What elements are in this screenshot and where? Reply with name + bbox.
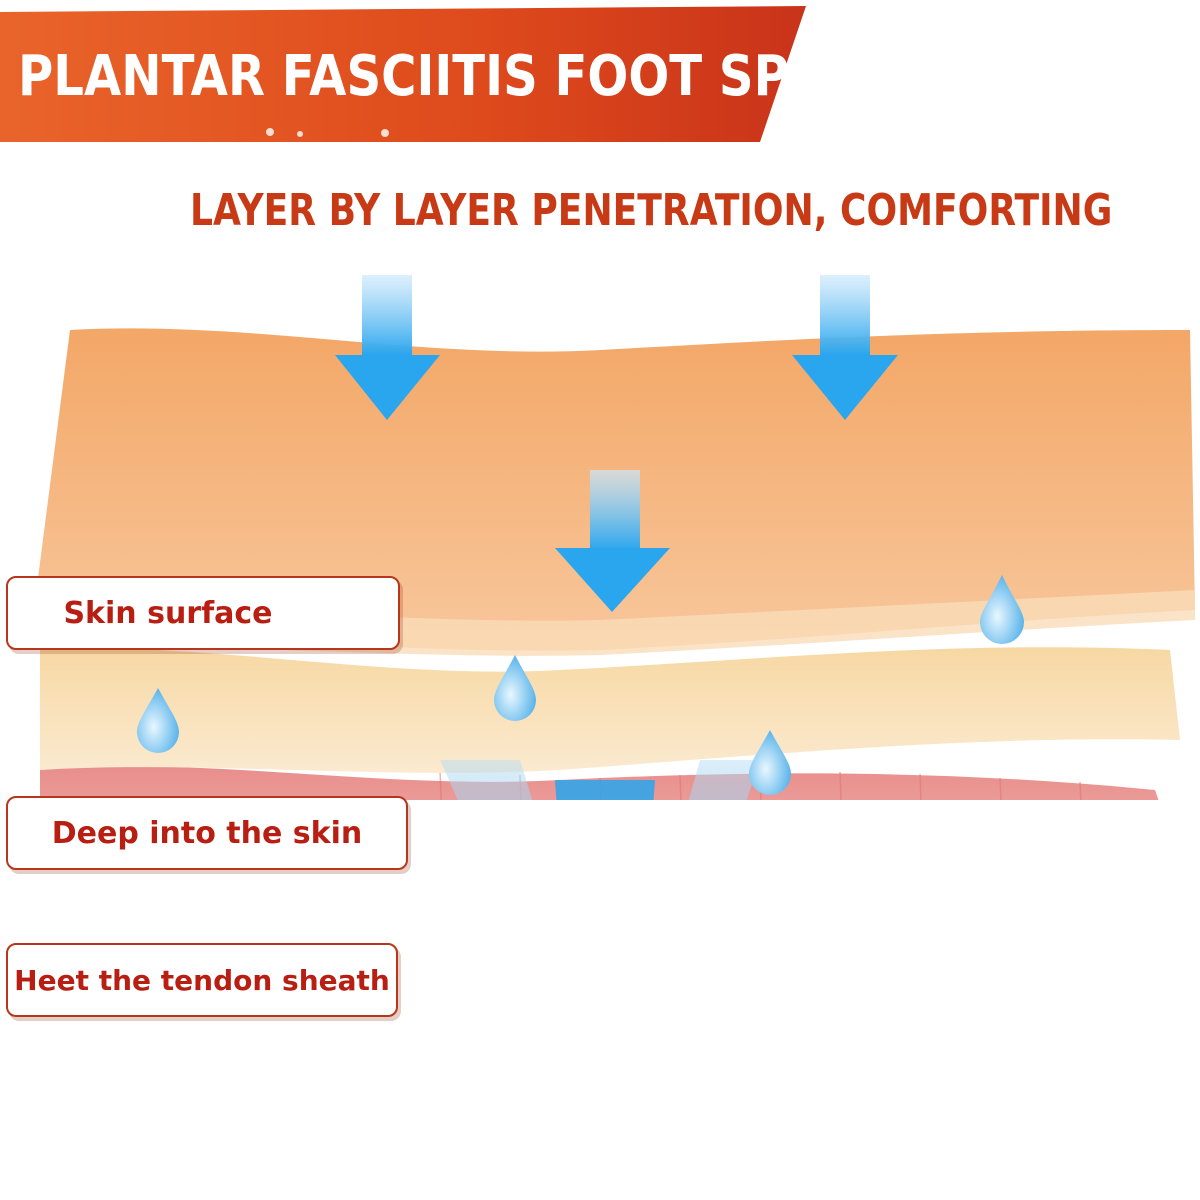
- label-skin-surface-text: Skin surface: [63, 595, 273, 631]
- label-deep-skin: Deep into the skin: [6, 796, 408, 870]
- down-arrow-icon: [440, 760, 760, 800]
- banner-shape: [0, 6, 806, 142]
- label-skin-surface: Skin surface: [6, 576, 400, 650]
- skin-layers-illustration: [30, 275, 1195, 800]
- label-tendon-text: Heet the tendon sheath: [14, 963, 390, 997]
- header-banner: PLANTAR FASCIITIS FOOT SPRAY: [0, 0, 1200, 150]
- down-arrow-icon: [335, 275, 440, 420]
- cream-layer: [40, 647, 1180, 773]
- page-title: PLANTAR FASCIITIS FOOT SPRAY: [18, 44, 894, 109]
- label-tendon: Heet the tendon sheath: [6, 943, 398, 1017]
- page-subtitle: LAYER BY LAYER PENETRATION, COMFORTING: [190, 185, 1113, 236]
- down-arrow-icon: [792, 275, 898, 420]
- label-deep-skin-text: Deep into the skin: [51, 815, 363, 851]
- water-drop-icon: [137, 575, 1024, 795]
- down-arrow-icon: [555, 470, 670, 612]
